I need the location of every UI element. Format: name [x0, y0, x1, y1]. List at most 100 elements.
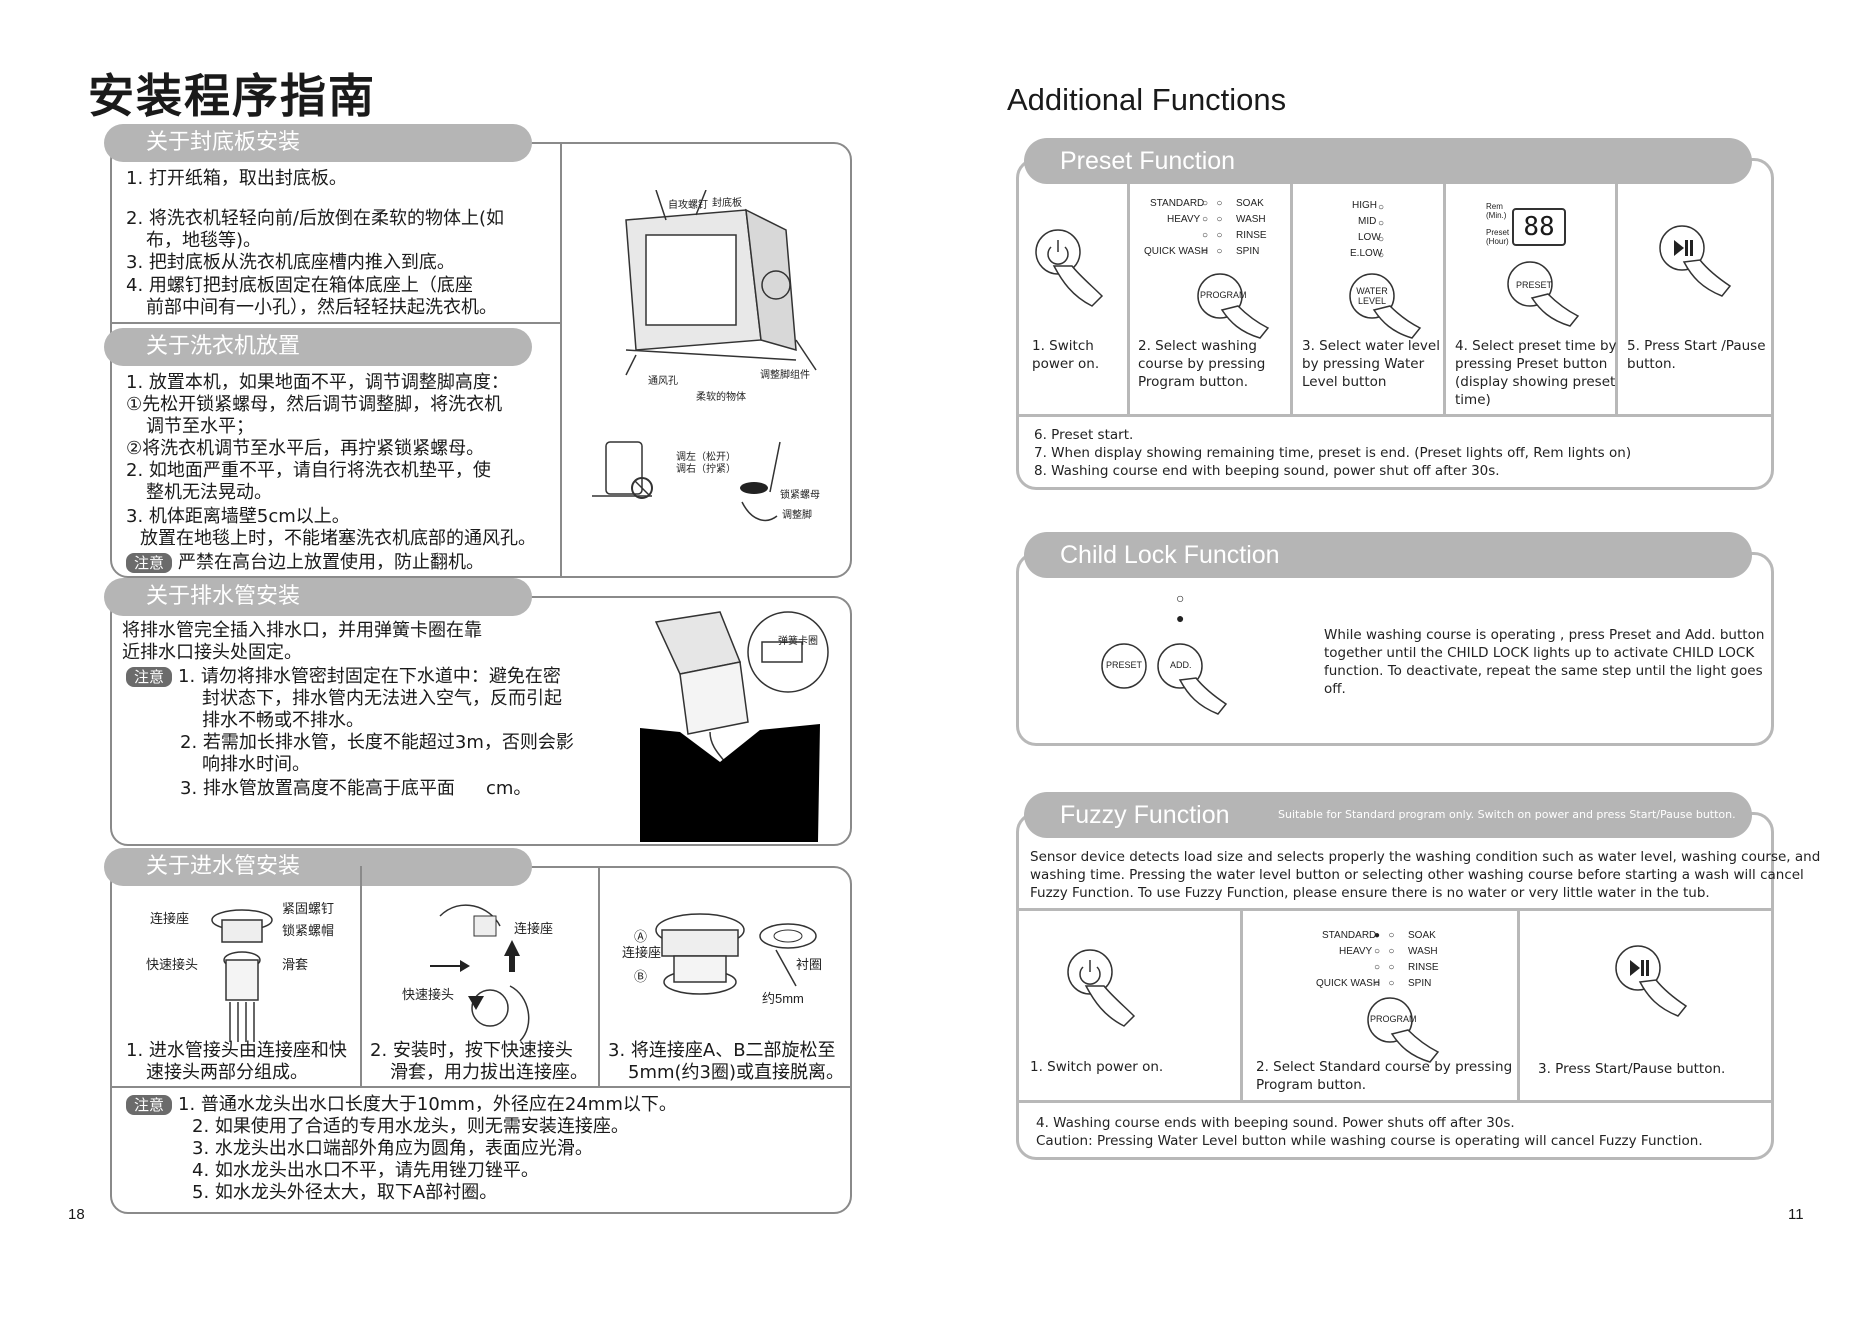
level-label: E.LOW	[1350, 248, 1383, 259]
preset-note: 6. Preset start.	[1034, 427, 1134, 443]
s3-line: 近排水口接头处固定。	[122, 642, 302, 663]
s3-line: 将排水管完全插入排水口，并用弹簧卡圈在靠	[122, 620, 482, 641]
cell-divider	[1290, 184, 1293, 416]
s3-note-text: 1. 请勿将排水管密封固定在下水道中：避免在密	[178, 666, 561, 687]
s4-note-line: 5. 如水龙头外径太大，取下A部衬圈。	[192, 1182, 498, 1203]
drain-hose-figure	[640, 611, 829, 842]
fig-label: 调左（松开）	[676, 452, 736, 463]
child-lock-led: ○●	[1176, 590, 1185, 626]
s4-note-line: 2. 如果使用了合适的专用水龙头，则无需安装连接座。	[192, 1116, 629, 1137]
fig-label: 锁紧螺母	[780, 490, 820, 501]
panel-led: ○ ○	[1374, 946, 1395, 957]
fuzzy-intro: Sensor device detects load size and sele…	[1030, 849, 1821, 901]
note-badge: 注意	[126, 667, 173, 687]
water-level-button-label: WATER LEVEL	[1356, 286, 1388, 306]
s2-note-text: 严禁在高台边上放置使用，防止翻机。	[178, 552, 485, 573]
panel-led: ○ ○	[1202, 246, 1223, 257]
s3-note-line: 2. 若需加长排水管，长度不能超过3m，否则会影	[180, 732, 574, 753]
fig-label: 调整脚	[782, 510, 812, 521]
connector-parts-figure	[211, 909, 273, 1042]
page-number-right: 11	[1788, 1206, 1804, 1223]
water-level-button-icon	[1349, 273, 1422, 339]
program-button-label: PROGRAM	[1200, 290, 1247, 300]
fig-label: 弹簧卡圈	[778, 636, 818, 647]
program-button-icon	[1367, 997, 1440, 1063]
cell-divider	[1016, 1100, 1774, 1103]
power-button-icon	[1035, 229, 1104, 307]
fig-label: 紧固螺钉	[282, 901, 335, 916]
panel-led: ○ ○	[1202, 230, 1223, 241]
s1-line: 4. 用螺钉把封底板固定在箱体底座上（底座	[126, 275, 473, 296]
s4-caption: 5mm(约3圈)或直接脱离。	[628, 1062, 845, 1083]
grid-divider	[360, 866, 362, 1088]
cell-divider	[1016, 414, 1774, 417]
s1-line: 前部中间有一小孔），然后轻轻扶起洗衣机。	[146, 297, 497, 318]
section-tab-child-lock: Child Lock Function	[1024, 532, 1752, 578]
panel-label: HEAVY	[1339, 946, 1373, 957]
power-button-icon	[1067, 949, 1136, 1027]
s2-note: 注意严禁在高台边上放置使用，防止翻机。	[126, 552, 484, 574]
child-lock-text: While washing course is operating , pres…	[1324, 627, 1765, 697]
panel-label: RINSE	[1236, 230, 1267, 241]
panel-label: RINSE	[1408, 962, 1439, 973]
panel-led: ○ ○	[1374, 962, 1395, 973]
section-divider	[110, 322, 562, 324]
s1-line: 2. 将洗衣机轻轻向前/后放倒在柔软的物体上(如	[126, 208, 504, 229]
section-tab-preset: Preset Function	[1024, 138, 1752, 184]
fuzzy-tab-title: Fuzzy Function	[1060, 801, 1230, 829]
grid-divider	[598, 866, 600, 1088]
s4-caption: 速接头两部分组成。	[146, 1062, 308, 1083]
panel-led: ○ ○	[1202, 198, 1223, 209]
section-tab-bottom-plate: 关于封底板安装	[104, 124, 532, 162]
fig-label: 快速接头	[146, 957, 199, 972]
preset-hour-label: Preset (Hour)	[1486, 228, 1510, 246]
cell-divider	[1127, 184, 1130, 416]
s1-line: 1. 打开纸箱，取出封底板。	[126, 168, 347, 189]
s3-note-line: 封状态下，排水管内无法进入空气，反而引起	[202, 688, 562, 709]
panel-led: ○ ○	[1202, 214, 1223, 225]
fuzzy-tab-note: Suitable for Standard program only. Swit…	[1278, 808, 1736, 821]
fuzzy-note: Caution: Pressing Water Level button whi…	[1036, 1133, 1703, 1149]
note-badge: 注意	[126, 553, 173, 573]
fig-label: 连接座	[622, 945, 662, 960]
s2-line: 3. 机体距离墙壁5cm以上。	[126, 506, 350, 527]
add-button-label: ADD.	[1170, 660, 1192, 670]
level-label: LOW	[1358, 232, 1381, 243]
program-button-label: PROGRAM	[1370, 1014, 1417, 1024]
fig-label: 封底板	[712, 198, 742, 209]
cell-divider	[1016, 908, 1774, 911]
s2-line: 调节至水平；	[146, 416, 254, 437]
panel-label: SPIN	[1236, 246, 1260, 257]
s3-note-line: 响排水时间。	[202, 754, 310, 775]
panel-label: STANDARD	[1150, 198, 1205, 209]
fig-label: Ⓐ	[634, 929, 648, 944]
fig-label: 连接座	[150, 911, 190, 926]
panel-label: WASH	[1236, 214, 1266, 225]
panel-led: ● ○	[1374, 930, 1395, 941]
panel-label: HEAVY	[1167, 214, 1201, 225]
fig-label: 快速接头	[402, 987, 455, 1002]
s2-line: 放置在地毯上时，不能堵塞洗衣机底部的通风孔。	[140, 528, 536, 549]
panel-label: SPIN	[1408, 978, 1432, 989]
s2-line: ②将洗衣机调节至水平后，再拧紧锁紧螺母。	[126, 438, 485, 459]
panel-label: STANDARD	[1322, 930, 1377, 941]
preset-button-icon	[1507, 261, 1580, 327]
s3-note-line: 3. 排水管放置高度不能高于底平面	[180, 778, 455, 799]
grid-divider	[110, 1086, 852, 1088]
s4-caption: 1. 进水管接头由连接座和快	[126, 1040, 347, 1061]
preset-button-label: PRESET	[1516, 280, 1553, 290]
fig-label: 约5mm	[762, 991, 804, 1006]
panel-label: QUICK WASH	[1316, 978, 1381, 989]
fig-label: 调整脚组件	[760, 370, 810, 381]
cell-divider	[1443, 184, 1446, 416]
panel-label: QUICK WASH	[1144, 246, 1209, 257]
page-number-left: 18	[68, 1206, 85, 1223]
s4-caption: 3. 将连接座A、B二部旋松至	[608, 1040, 836, 1061]
